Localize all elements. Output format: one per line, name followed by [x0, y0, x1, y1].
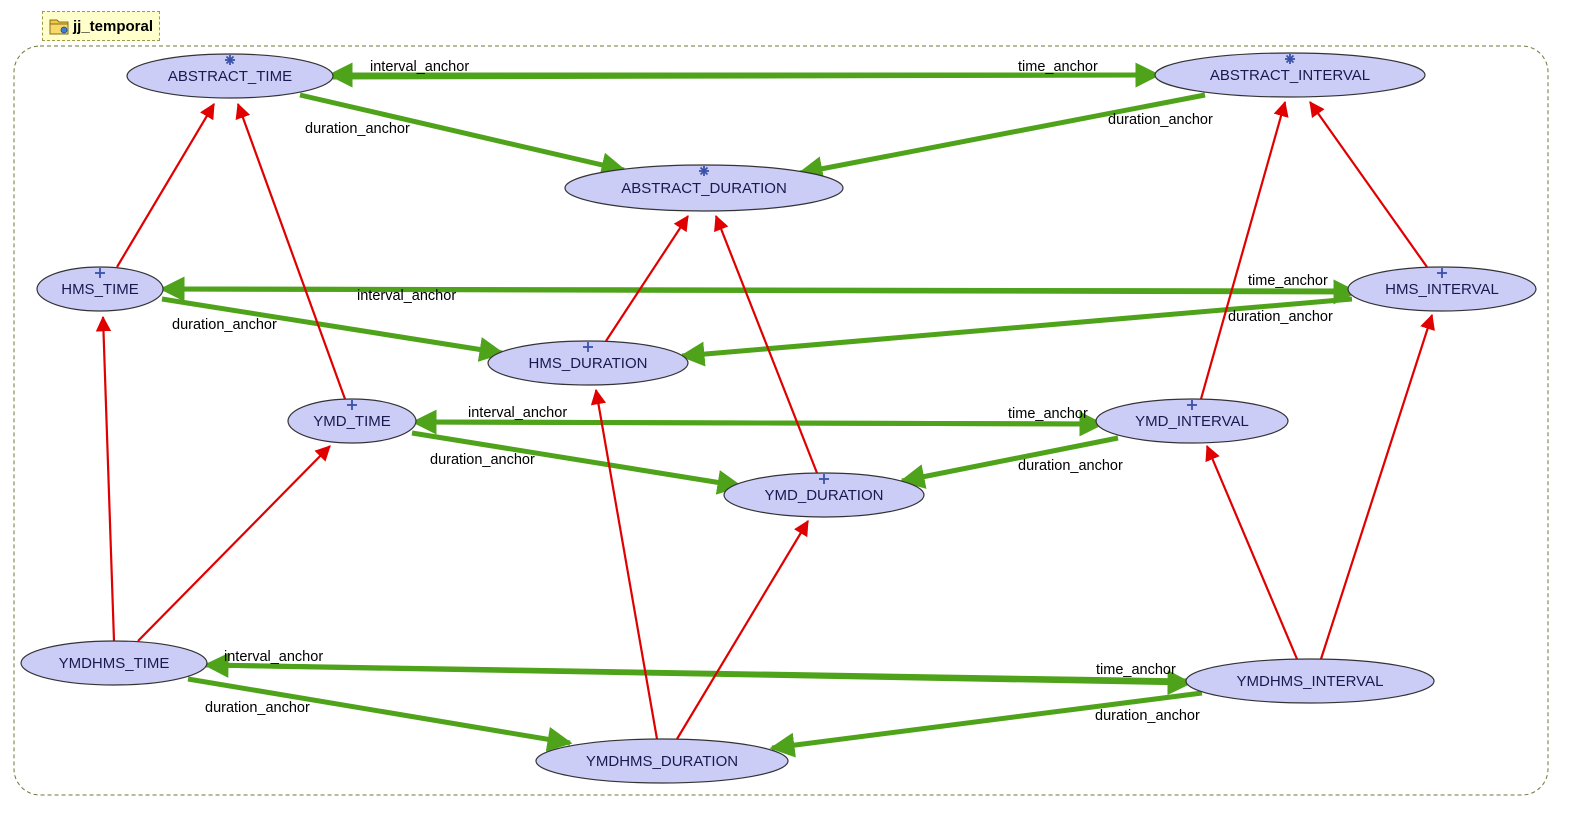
class-name-label: ABSTRACT_TIME	[168, 68, 292, 85]
association-edge-ymd-time-to-ymd-interval[interactable]	[413, 411, 1105, 437]
edge-label-duration-anchor: duration_anchor	[1018, 458, 1123, 474]
inheritance-edge-ymd-duration-to-abstract-duration[interactable]	[714, 214, 819, 474]
class-node-abstract-duration[interactable]: ABSTRACT_DURATION	[564, 164, 844, 212]
class-name-label: YMD_INTERVAL	[1135, 413, 1249, 430]
class-name-label: HMS_TIME	[61, 281, 139, 298]
effective-marker-icon	[95, 268, 105, 278]
class-name-label: HMS_INTERVAL	[1385, 281, 1499, 298]
class-node-ymdhms-duration[interactable]: YMDHMS_DURATION	[535, 738, 789, 784]
class-name-label: YMDHMS_DURATION	[586, 753, 738, 770]
association-edge-hms-interval-to-hms-duration[interactable]	[679, 296, 1353, 367]
class-name-label: ABSTRACT_DURATION	[621, 180, 787, 197]
effective-marker-icon	[347, 400, 357, 410]
class-ellipse[interactable]	[723, 472, 925, 518]
association-edge-hms-time-to-hms-duration[interactable]	[161, 296, 505, 362]
class-name-label: HMS_DURATION	[529, 355, 648, 372]
class-ellipse[interactable]	[36, 266, 164, 312]
class-node-hms-time[interactable]: HMS_TIME	[36, 266, 164, 312]
deferred-marker-icon	[225, 55, 235, 65]
edge-label-duration-anchor: duration_anchor	[205, 700, 310, 716]
class-node-ymd-time[interactable]: YMD_TIME	[287, 398, 417, 444]
association-edge-ymdhms-time-to-ymdhms-duration[interactable]	[187, 676, 573, 752]
inheritance-edge-ymdhms-time-to-ymd-time[interactable]	[137, 445, 331, 642]
class-node-abstract-time[interactable]: ABSTRACT_TIME	[126, 53, 334, 99]
edge-label-duration-anchor: duration_anchor	[1095, 708, 1200, 724]
edge-label-time-anchor: time_anchor	[1248, 273, 1328, 289]
edge-label-duration-anchor: duration_anchor	[305, 121, 410, 137]
class-node-abstract-interval[interactable]: ABSTRACT_INTERVAL	[1154, 52, 1426, 98]
association-edge-ymd-time-to-ymd-duration[interactable]	[411, 430, 743, 495]
class-ellipse[interactable]	[487, 340, 689, 386]
inheritance-edge-ymdhms-interval-to-hms-interval[interactable]	[1319, 313, 1435, 660]
edge-label-interval-anchor: interval_anchor	[468, 405, 567, 421]
class-ellipse[interactable]	[1185, 658, 1435, 704]
class-ellipse[interactable]	[287, 398, 417, 444]
class-name-label: ABSTRACT_INTERVAL	[1210, 67, 1370, 84]
inheritance-edge-hms-duration-to-abstract-duration[interactable]	[605, 215, 689, 342]
edge-label-duration-anchor: duration_anchor	[1228, 309, 1333, 325]
inheritance-edge-ymdhms-duration-to-hms-duration[interactable]	[590, 388, 659, 740]
edge-label-time-anchor: time_anchor	[1018, 59, 1098, 75]
inheritance-edge-ymdhms-time-to-hms-time[interactable]	[95, 315, 116, 642]
class-node-hms-interval[interactable]: HMS_INTERVAL	[1347, 266, 1537, 312]
package-tab[interactable]: jj_temporal	[42, 11, 160, 41]
deferred-marker-icon	[699, 166, 709, 176]
association-edge-ymd-interval-to-ymd-duration[interactable]	[899, 435, 1119, 489]
inheritance-edge-hms-interval-to-abstract-interval[interactable]	[1309, 101, 1428, 268]
class-node-ymd-interval[interactable]: YMD_INTERVAL	[1095, 398, 1289, 444]
effective-marker-icon	[1187, 400, 1197, 410]
class-ellipse[interactable]	[535, 738, 789, 784]
class-node-ymdhms-interval[interactable]: YMDHMS_INTERVAL	[1185, 658, 1435, 704]
edge-label-time-anchor: time_anchor	[1008, 406, 1088, 422]
class-name-label: YMDHMS_INTERVAL	[1237, 673, 1384, 690]
class-ellipse[interactable]	[1095, 398, 1289, 444]
deferred-marker-icon	[1285, 54, 1295, 64]
inheritance-edge-ymdhms-interval-to-ymd-interval[interactable]	[1205, 444, 1299, 660]
class-ellipse[interactable]	[564, 164, 844, 212]
class-node-hms-duration[interactable]: HMS_DURATION	[487, 340, 689, 386]
association-edge-abstract-time-to-abstract-duration[interactable]	[299, 92, 627, 178]
edge-label-duration-anchor: duration_anchor	[1108, 112, 1213, 128]
association-edge-abstract-time-to-abstract-interval[interactable]	[329, 62, 1161, 88]
class-name-label: YMD_DURATION	[765, 487, 884, 504]
edge-label-duration-anchor: duration_anchor	[172, 317, 277, 333]
class-ellipse[interactable]	[1154, 52, 1426, 98]
edge-label-interval-anchor: interval_anchor	[357, 288, 456, 304]
effective-marker-icon	[819, 474, 829, 484]
folder-icon	[49, 19, 69, 35]
inheritance-edge-ymd-time-to-abstract-time[interactable]	[235, 102, 347, 400]
association-edge-abstract-interval-to-abstract-duration[interactable]	[797, 92, 1206, 182]
inheritance-edge-ymd-interval-to-abstract-interval[interactable]	[1199, 100, 1289, 400]
association-edge-hms-time-to-hms-interval[interactable]	[161, 279, 1359, 305]
class-ellipse[interactable]	[126, 53, 334, 99]
package-name: jj_temporal	[73, 17, 154, 35]
class-name-label: YMDHMS_TIME	[59, 655, 170, 672]
class-name-label: YMD_TIME	[313, 413, 391, 430]
class-node-ymdhms-time[interactable]: YMDHMS_TIME	[20, 640, 208, 686]
edge-label-duration-anchor: duration_anchor	[430, 452, 535, 468]
effective-marker-icon	[1437, 268, 1447, 278]
class-ellipse[interactable]	[1347, 266, 1537, 312]
inheritance-edge-hms-time-to-abstract-time[interactable]	[116, 103, 215, 268]
association-edge-ymdhms-time-to-ymdhms-interval[interactable]	[207, 662, 1193, 696]
association-edge-ymdhms-interval-to-ymdhms-duration[interactable]	[769, 690, 1203, 758]
class-node-ymd-duration[interactable]: YMD_DURATION	[723, 472, 925, 518]
class-ellipse[interactable]	[20, 640, 208, 686]
package-boundary	[13, 45, 1549, 796]
edge-label-interval-anchor: interval_anchor	[370, 59, 469, 75]
effective-marker-icon	[583, 342, 593, 352]
inheritance-edge-ymdhms-duration-to-ymd-duration[interactable]	[676, 520, 809, 740]
edge-label-time-anchor: time_anchor	[1096, 662, 1176, 678]
edge-label-interval-anchor: interval_anchor	[224, 649, 323, 665]
